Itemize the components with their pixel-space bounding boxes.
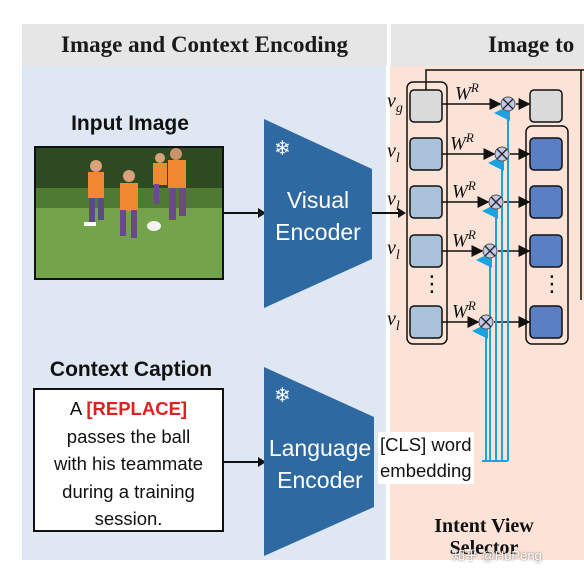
caption-line-3: with his teammate [53,453,204,474]
label-vl-2: vl [387,188,400,215]
cls-embedding-label: [CLS] word embedding [378,432,474,484]
label-wr-2-sup: R [467,178,476,193]
token-vl-box-2 [409,185,443,219]
token-vl-box-1 [409,137,443,171]
output-dots: ⋮ [541,272,563,297]
header-left: Image and Context Encoding [22,24,387,66]
player-2 [120,170,161,238]
visual-encoder-label: Visual Encoder [264,184,372,248]
label-vl-3-base: v [387,237,396,259]
caption-line-1: A [REPLACE] [35,395,222,423]
intent-view-selector-graph [406,69,584,462]
context-caption-box: A [REPLACE] passes the ball with his tea… [33,388,224,532]
watermark-text: 知乎 @HuPeng [452,548,542,563]
label-vl-3-sub: l [395,248,400,263]
label-vg-base: v [387,90,396,112]
caption-line-4: during a training [62,480,195,502]
multiply-node-3 [482,243,498,259]
intent-label-line2: Selector [449,537,519,559]
label-wr-g-base: W [455,83,471,105]
label-wr-2: WR [452,178,476,203]
caption-replace-token: [REPLACE] [86,398,188,419]
output-box-1 [529,137,563,171]
label-vg: vg [387,90,403,117]
multiply-node-1 [494,146,510,162]
output-column-frame [525,125,569,345]
token-vg-box [409,89,443,123]
photo-grass [36,208,222,278]
caption-line-2: passes the ball [66,425,191,447]
language-encoder-snowflake-icon: ❄ [274,383,291,407]
language-encoder-label-line1: Language [268,435,372,461]
input-image-title: Input Image [71,112,189,135]
output-box-3 [529,234,563,268]
label-wr-1: WR [450,130,474,155]
label-wr-g-sup: R [470,80,479,95]
language-encoder-label-line2: Encoder [277,467,363,493]
caption-line-5: session. [94,508,163,529]
header-right-text: Image to [488,32,575,57]
player-3 [153,153,167,204]
label-vl-2-sub: l [395,199,400,214]
token-column-frame [406,81,448,345]
multiply-node-4 [478,314,494,330]
player-1 [84,160,104,226]
language-encoder-shape [264,367,374,556]
token-dots: ⋮ [421,272,443,297]
intent-label-line1: Intent View [434,515,534,537]
label-wr-3: WR [452,227,476,252]
arrow-caption-to-language-encoder [224,457,266,467]
label-wr-3-base: W [452,230,468,252]
global-feature-loop [425,69,584,90]
input-photo [34,146,224,280]
arrow-visual-encoder-to-tokens [372,208,406,218]
output-g-box [529,89,563,123]
output-box-4 [529,305,563,339]
header-left-text: Image and Context Encoding [61,32,348,57]
visual-encoder-label-line2: Encoder [275,219,361,245]
label-wr-1-sup: R [465,130,474,145]
label-vl-1: vl [387,140,400,167]
cls-line-2: embedding [380,460,472,481]
label-wr-3-sup: R [467,227,476,242]
label-vl-4-sub: l [395,319,400,334]
output-box-2 [529,185,563,219]
label-vg-sub: g [395,101,403,116]
language-encoder-label: Language Encoder [264,432,376,496]
cls-line-1: [CLS] word [380,434,472,455]
label-wr-4: WR [452,298,476,323]
label-vl-1-base: v [387,140,396,162]
label-wr-g: WR [455,80,479,105]
arrow-image-to-visual-encoder [224,208,266,218]
label-vl-2-base: v [387,188,396,210]
visual-encoder-label-line1: Visual [286,187,350,213]
label-wr-1-base: W [450,133,466,155]
intent-view-selector-label: Intent View Selector [405,515,563,559]
token-vl-box-3 [409,234,443,268]
visual-encoder-shape [264,119,372,308]
visual-encoder-snowflake-icon: ❄ [274,136,291,160]
multiply-node-2 [488,194,504,210]
multiply-node-g [500,96,516,112]
label-wr-4-sup: R [467,298,476,313]
context-caption-title: Context Caption [49,358,213,381]
label-vl-1-sub: l [395,151,400,166]
player-4 [168,148,186,220]
label-vl-4-base: v [387,308,396,330]
caption-word-a: A [69,398,82,419]
label-vl-4: vl [387,308,400,335]
label-wr-2-base: W [452,181,468,203]
panel-divider [387,24,390,560]
label-vl-3: vl [387,237,400,264]
label-wr-4-base: W [452,301,468,323]
header-right: Image to [391,24,584,66]
token-vl-box-4 [409,305,443,339]
